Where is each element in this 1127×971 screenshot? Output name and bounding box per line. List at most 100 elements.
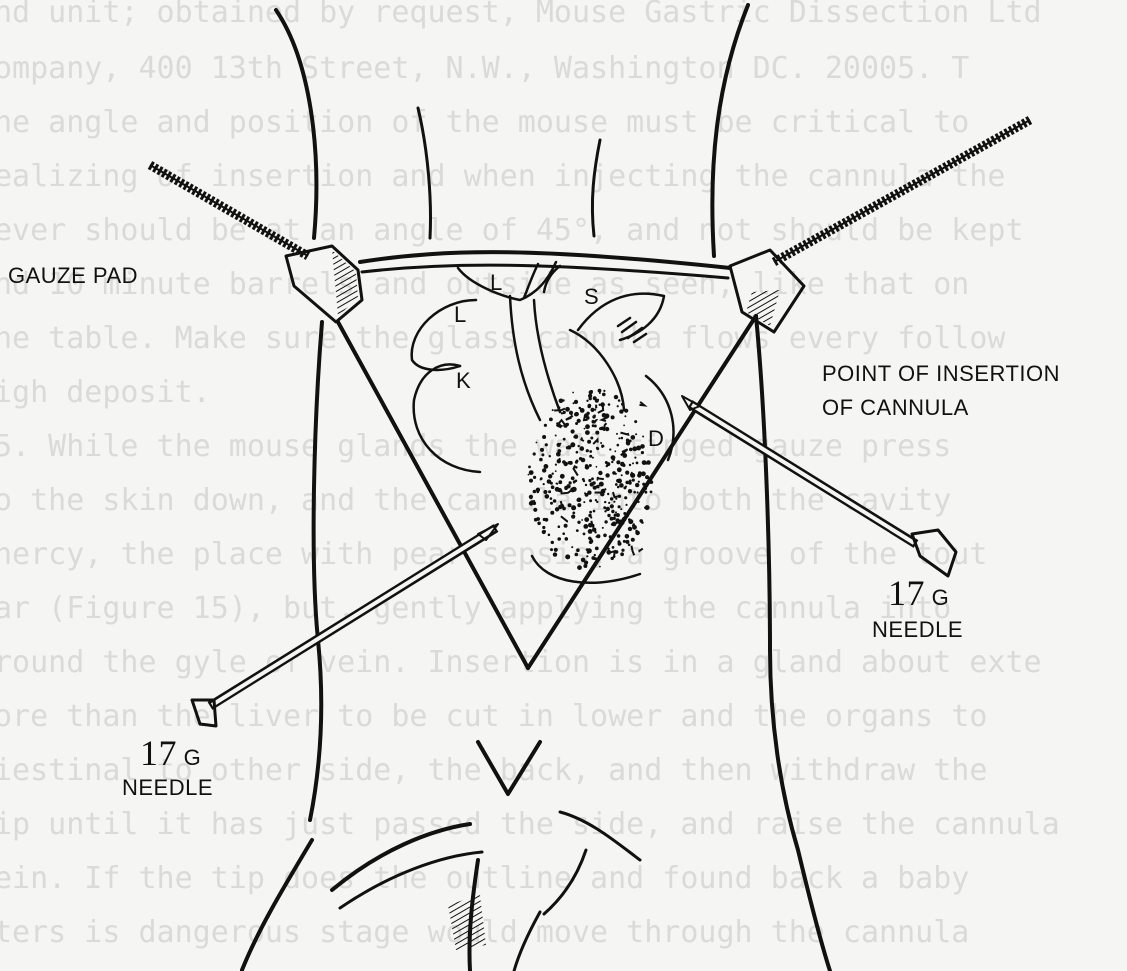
stipple-dot: [586, 449, 589, 452]
stipple-dot: [628, 489, 632, 493]
stipple-dot: [625, 540, 629, 544]
stipple-dot: [536, 442, 538, 444]
stipple-dot: [536, 488, 540, 492]
stipple-dot: [583, 533, 586, 536]
stipple-dot: [616, 433, 618, 435]
stipple-dot: [610, 504, 614, 508]
stipple-dot: [600, 442, 602, 444]
stipple-dot: [602, 445, 604, 447]
stipple-dot: [540, 477, 543, 480]
stipple-dot: [537, 522, 541, 526]
stipple-dot: [576, 451, 579, 454]
stipple-dot: [645, 463, 647, 465]
stipple-dot: [533, 508, 537, 512]
stipple-dot: [577, 499, 580, 502]
stipple-dot: [565, 537, 569, 541]
stipple-dot: [623, 540, 626, 543]
stipple-dot: [608, 403, 611, 406]
left-chest-line: [418, 108, 431, 238]
tail-base-line: [544, 850, 586, 914]
stipple-dot: [588, 404, 592, 408]
stipple-dot: [583, 564, 587, 568]
stipple-dot: [594, 409, 596, 411]
stipple-dot: [563, 438, 566, 441]
stipple-dot: [588, 479, 591, 482]
stipple-dot: [617, 486, 620, 489]
stipple-dot: [580, 408, 585, 413]
needle-left-label: NEEDLE: [122, 776, 213, 800]
stipple-dot: [621, 437, 624, 440]
cannula-needle-right: [682, 396, 956, 576]
organ-label-liver-left: L: [454, 302, 466, 328]
stipple-dot: [626, 515, 628, 517]
stipple-dot: [589, 464, 592, 467]
stipple-dot: [593, 510, 596, 513]
stipple-dot: [616, 460, 620, 464]
stipple-dot: [565, 407, 570, 412]
stipple-dot: [589, 390, 593, 394]
stipple-dot: [642, 483, 645, 486]
stipple-dot: [528, 466, 531, 469]
stipple-dot: [625, 471, 629, 475]
stipple-dot: [550, 497, 553, 500]
stipple-dot: [594, 554, 596, 556]
needle-top-left: [150, 165, 308, 256]
stipple-dot: [529, 496, 532, 499]
stipple-dot: [624, 496, 627, 499]
stipple-dot: [564, 524, 568, 528]
stipple-dot: [610, 517, 614, 521]
stipple-dot: [591, 477, 594, 480]
stipple-dot: [617, 479, 622, 484]
organ-label-stomach: S: [584, 284, 599, 310]
stipple-dot: [638, 481, 640, 483]
stipple-dot: [542, 435, 546, 439]
stipple-dot: [555, 487, 560, 492]
stipple-dot: [636, 462, 639, 465]
left-thigh-inner-line: [340, 852, 482, 908]
stipple-dot: [643, 486, 647, 490]
stipple-dot: [581, 519, 583, 521]
stipple-dot: [644, 507, 646, 509]
stipple-dot: [642, 436, 644, 438]
stipple-dot: [606, 462, 610, 466]
stipple-dot: [553, 552, 557, 556]
pancreas-stipple: [528, 389, 654, 571]
stipple-dot: [565, 554, 570, 559]
stipple-dot: [570, 442, 575, 447]
stipple-dot: [637, 496, 639, 498]
stipple-dot: [540, 448, 544, 452]
needle-top-right: [774, 120, 1030, 262]
stipple-dot: [604, 520, 607, 523]
vessel-branch: [613, 492, 619, 497]
stipple-dot: [629, 464, 631, 466]
stipple-dot: [620, 462, 625, 467]
insertion-label-line2: OF CANNULA: [822, 396, 969, 420]
stipple-dot: [545, 494, 550, 499]
stipple-dot: [549, 455, 551, 457]
stipple-dot: [623, 512, 626, 515]
stipple-dot: [632, 525, 637, 530]
stipple-dot: [544, 464, 549, 469]
stipple-dot: [542, 526, 545, 529]
stipple-dot: [583, 480, 585, 482]
needle-left-gauge: 17 G: [140, 734, 201, 774]
vessel-branch: [620, 433, 628, 435]
stipple-dot: [552, 473, 554, 475]
stipple-dot: [624, 409, 628, 413]
stipple-dot: [623, 425, 625, 427]
stipple-dot: [574, 412, 578, 416]
stipple-dot: [533, 490, 537, 494]
stipple-dot: [611, 510, 614, 513]
vessel-branch: [598, 477, 604, 479]
stipple-dot: [616, 513, 620, 517]
stipple-dot: [550, 548, 553, 551]
stipple-dot: [634, 420, 637, 423]
stipple-dot: [612, 546, 615, 549]
stipple-dot: [607, 548, 610, 551]
stipple-dot: [608, 502, 610, 504]
vessel-branch: [566, 416, 573, 420]
stipple-dot: [588, 529, 593, 534]
stipple-dot: [635, 483, 639, 487]
stipple-dot: [533, 452, 536, 455]
